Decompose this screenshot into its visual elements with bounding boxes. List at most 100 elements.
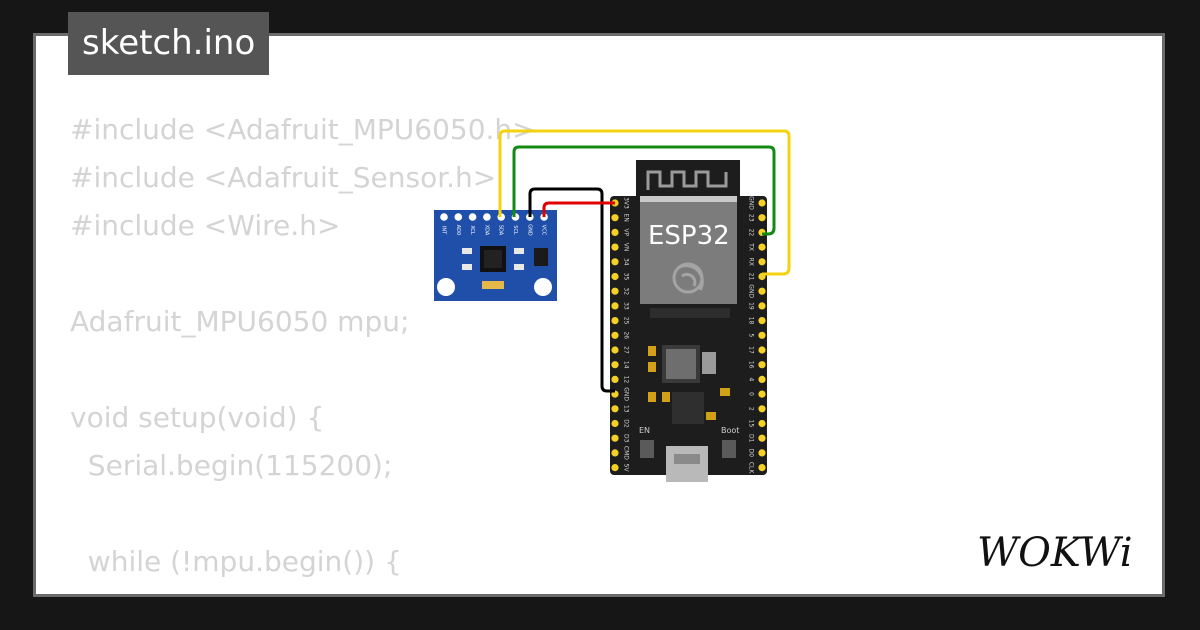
mpu-pin-label: VCC [541,225,547,236]
pin-dot[interactable] [611,272,619,281]
mpu-pin-label: XDA [483,225,489,236]
pin-dot[interactable] [611,331,619,339]
pin-label: 14 [623,361,630,369]
pin-dot[interactable] [758,258,766,266]
pin-dot[interactable] [758,390,766,398]
pin-label: VP [623,229,630,237]
pin-dot[interactable] [611,434,619,442]
pin-label: 5V [623,464,630,473]
file-tab[interactable]: sketch.ino [68,12,270,75]
mounting-hole [534,278,552,296]
pin-label: 26 [623,331,630,339]
pin-dot[interactable] [611,346,619,354]
pin-dot[interactable] [758,214,766,222]
pin-label: D0 [748,449,755,458]
mpu-pin-label: SCL [512,225,518,235]
pin-dot[interactable] [611,464,619,472]
code-line: Serial.begin(115200); [70,449,393,482]
pin-label: VN [623,243,630,252]
code-line: void setup(void) { [70,401,325,434]
pin-dot[interactable] [611,258,619,266]
wire-vcc[interactable] [542,201,615,217]
esp32-left-header[interactable]: 3V3ENVPVN343532332526271412GND13D2D3CMD5… [611,197,630,473]
code-line: #include <Wire.h> [70,209,341,242]
pin-dot[interactable] [758,434,766,442]
pin-label: 13 [623,405,630,413]
wire-sda[interactable] [498,129,791,276]
mpu-pin-label: AD0 [455,225,461,235]
pin-dot[interactable] [611,449,619,457]
pin-label: EN [623,214,630,222]
pin-dot[interactable] [611,228,619,236]
pin-dot[interactable] [611,287,619,295]
pin-label: CLK [748,462,755,475]
boot-label: Boot [721,426,739,435]
pin-label: GND [748,284,755,298]
pin-label: RX [748,258,755,266]
mpu-pin-dot[interactable] [454,213,463,221]
pin-label: GND [623,387,630,401]
pin-dot[interactable] [758,375,766,383]
pin-label: 35 [623,273,630,281]
pin-dot[interactable] [758,243,766,251]
pin-label: 25 [623,317,630,325]
boot-button[interactable] [722,440,736,458]
pin-label: 27 [623,346,630,354]
pin-dot[interactable] [758,287,766,295]
pin-dot[interactable] [758,346,766,354]
pin-dot[interactable] [758,405,766,413]
pin-dot[interactable] [611,302,619,310]
pin-dot[interactable] [611,361,619,369]
pin-label: 21 [748,273,755,281]
pin-label: 17 [748,346,755,354]
pin-label: D2 [623,419,630,428]
mpu-pin-label: SDA [498,225,504,236]
esp32-chip-label: ESP32 [648,221,730,251]
pin-dot[interactable] [758,361,766,369]
wokwi-logo-text: WOKWi [977,530,1133,576]
pin-label: GND [748,196,755,210]
pin-label: CMD [623,446,630,460]
pin-dot[interactable] [611,214,619,222]
mpu-pin-label: GND [526,224,532,236]
wire-scl[interactable] [512,145,776,236]
code-line: Adafruit_MPU6050 mpu; [70,305,410,338]
mpu-pin-dot[interactable] [440,213,448,221]
pin-label: 22 [748,229,755,237]
code-line: while (!mpu.begin()) { [70,545,402,578]
pin-dot[interactable] [758,302,766,310]
mpu-pin-label: XCL [469,225,475,235]
pin-dot[interactable] [758,464,766,472]
pin-dot[interactable] [758,331,766,339]
pin-dot[interactable] [611,375,619,383]
pin-label: 16 [748,361,755,369]
code-editor: #include <Adafruit_MPU6050.h>#include <A… [70,106,697,594]
code-line: Serial.println("MPU6050 not connected!")… [70,586,697,594]
pin-dot[interactable] [611,419,619,428]
pin-label: 33 [623,302,630,310]
pin-dot[interactable] [758,317,766,325]
mpu-pin-dot[interactable] [483,213,491,221]
pin-dot[interactable] [758,419,766,428]
code-line: #include <Adafruit_MPU6050.h> [70,113,536,146]
pin-label: D1 [748,434,755,443]
pin-label: 23 [748,214,755,222]
mpu-pin-dot[interactable] [468,213,477,221]
pin-label: 18 [748,317,755,325]
pin-dot[interactable] [611,405,619,413]
pin-label: 34 [623,258,630,266]
pin-dot[interactable] [611,317,619,325]
pin-dot[interactable] [611,243,619,251]
en-button[interactable] [640,440,654,458]
wire-gnd[interactable] [528,187,615,393]
espressif-logo-icon [672,262,704,294]
pin-label: 5 [748,333,755,337]
pin-dot[interactable] [758,199,766,207]
wires [498,129,791,393]
pin-dot[interactable] [758,449,766,457]
canvas-card: #include <Adafruit_MPU6050.h>#include <A… [33,33,1165,597]
esp32-board[interactable]: ESP32 3V3ENVPVN343532332526271412GND13D2… [610,160,767,482]
